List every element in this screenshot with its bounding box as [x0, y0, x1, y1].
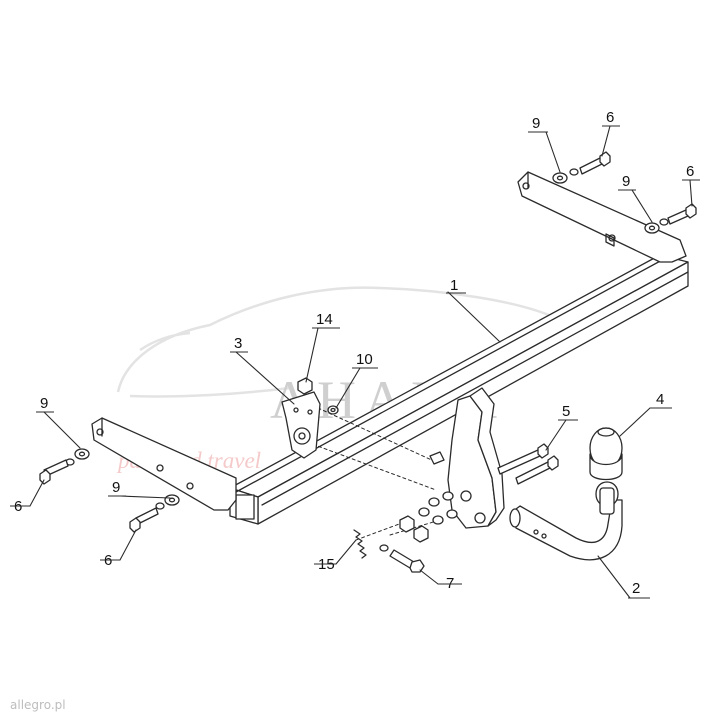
- leader-lines: [29, 125, 693, 599]
- left-top-bolt-assembly: [39, 448, 90, 485]
- left-bottom-bolt-assembly: [129, 494, 180, 533]
- spring-part-15: [353, 529, 367, 559]
- tow-ball-neck: [509, 481, 623, 561]
- callout-9-right-top: 9: [532, 115, 540, 132]
- callout-1: 1: [450, 277, 458, 294]
- watermark-car-outline: [116, 286, 561, 398]
- callout-6-right-mid: 6: [686, 163, 694, 180]
- callout-5: 5: [562, 403, 570, 420]
- bolt-part-7: [379, 544, 425, 573]
- callout-labels: 1 3 14 10 9 6 9 6 9 6 9 6 4 5 2 7 15: [10, 109, 700, 599]
- callout-3: 3: [234, 335, 242, 352]
- right-side-bracket: [517, 171, 687, 263]
- callout-10: 10: [356, 351, 373, 368]
- right-top-bolt-assembly: [552, 151, 611, 184]
- callout-9-left-bottom: 9: [112, 479, 120, 496]
- center-mounting-plate: [429, 387, 505, 529]
- callout-9-left-top: 9: [40, 395, 48, 412]
- callout-4: 4: [656, 391, 664, 408]
- nut-part-14: [297, 377, 313, 395]
- plate-nuts-washers: [399, 491, 458, 543]
- main-crossbar: [229, 254, 689, 525]
- callout-9-right-mid: 9: [622, 173, 630, 190]
- tow-ball-part-4: [589, 427, 623, 481]
- source-watermark: allegro.pl: [10, 698, 66, 712]
- callout-2: 2: [632, 580, 640, 597]
- right-mid-bolt-assembly: [644, 203, 697, 234]
- left-side-bracket: [91, 417, 237, 511]
- callout-6-right-top: 6: [606, 109, 614, 126]
- center-bolts-part-5: [497, 443, 559, 485]
- socket-bracket: [281, 391, 321, 459]
- callout-14: 14: [316, 311, 333, 328]
